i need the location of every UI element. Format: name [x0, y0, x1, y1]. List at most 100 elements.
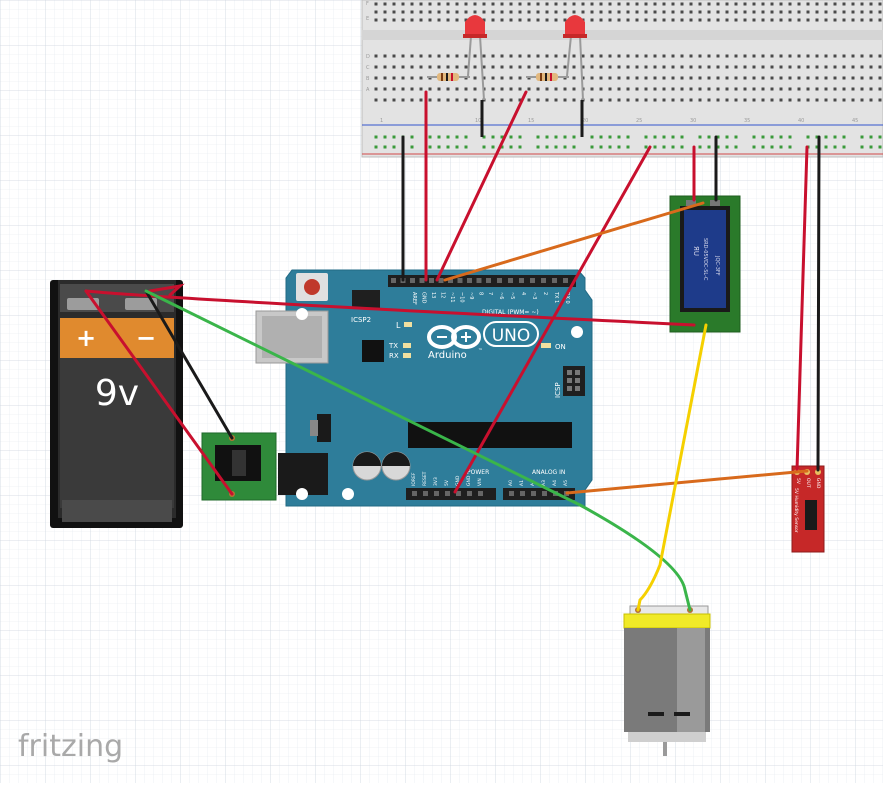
- breadboard-hole[interactable]: [383, 54, 387, 58]
- rail-hole[interactable]: [599, 145, 603, 149]
- breadboard-hole[interactable]: [608, 2, 612, 6]
- breadboard-hole[interactable]: [572, 10, 576, 14]
- header-pin[interactable]: [457, 278, 463, 283]
- breadboard-hole[interactable]: [509, 10, 513, 14]
- breadboard[interactable]: F E D C B A 1 5 10 15 20 25 30 35 40 45: [361, 0, 883, 158]
- breadboard-hole[interactable]: [815, 10, 819, 14]
- breadboard-hole[interactable]: [617, 98, 621, 102]
- breadboard-hole[interactable]: [590, 54, 594, 58]
- breadboard-hole[interactable]: [482, 65, 486, 69]
- breadboard-hole[interactable]: [716, 18, 720, 22]
- breadboard-hole[interactable]: [815, 87, 819, 91]
- breadboard-hole[interactable]: [797, 65, 801, 69]
- breadboard-hole[interactable]: [824, 87, 828, 91]
- breadboard-hole[interactable]: [437, 98, 441, 102]
- rail-hole[interactable]: [563, 145, 567, 149]
- breadboard-hole[interactable]: [878, 65, 882, 69]
- breadboard-hole[interactable]: [428, 18, 432, 22]
- breadboard-hole[interactable]: [536, 87, 540, 91]
- breadboard-hole[interactable]: [824, 98, 828, 102]
- rail-hole[interactable]: [446, 145, 450, 149]
- breadboard-hole[interactable]: [464, 65, 468, 69]
- breadboard-hole[interactable]: [545, 54, 549, 58]
- breadboard-hole[interactable]: [446, 2, 450, 6]
- rail-hole[interactable]: [662, 145, 666, 149]
- breadboard-hole[interactable]: [581, 76, 585, 80]
- breadboard-hole[interactable]: [626, 10, 630, 14]
- rail-hole[interactable]: [383, 135, 387, 139]
- header-pin[interactable]: [541, 278, 546, 283]
- rail-hole[interactable]: [716, 135, 720, 139]
- rail-hole[interactable]: [626, 145, 630, 149]
- rail-hole[interactable]: [437, 135, 441, 139]
- breadboard-hole[interactable]: [680, 87, 684, 91]
- breadboard-hole[interactable]: [788, 98, 792, 102]
- breadboard-hole[interactable]: [563, 54, 567, 58]
- breadboard-hole[interactable]: [572, 54, 576, 58]
- breadboard-hole[interactable]: [545, 87, 549, 91]
- breadboard-hole[interactable]: [725, 10, 729, 14]
- wire-red-pin11-to-resistor2[interactable]: [435, 90, 528, 282]
- breadboard-hole[interactable]: [842, 87, 846, 91]
- wire-orange-pin10-to-relay[interactable]: [443, 201, 705, 282]
- rail-hole[interactable]: [788, 135, 792, 139]
- breadboard-hole[interactable]: [869, 65, 873, 69]
- rail-hole[interactable]: [608, 145, 612, 149]
- breadboard-hole[interactable]: [419, 54, 423, 58]
- breadboard-hole[interactable]: [671, 65, 675, 69]
- breadboard-hole[interactable]: [761, 2, 765, 6]
- header-pin[interactable]: [542, 491, 547, 496]
- rail-hole[interactable]: [554, 135, 558, 139]
- breadboard-hole[interactable]: [707, 18, 711, 22]
- breadboard-hole[interactable]: [590, 98, 594, 102]
- breadboard-hole[interactable]: [527, 98, 531, 102]
- breadboard-hole[interactable]: [815, 76, 819, 80]
- breadboard-hole[interactable]: [779, 65, 783, 69]
- breadboard-hole[interactable]: [626, 54, 630, 58]
- breadboard-hole[interactable]: [563, 18, 567, 22]
- rail-hole[interactable]: [410, 145, 414, 149]
- rail-hole[interactable]: [869, 145, 873, 149]
- breadboard-hole[interactable]: [635, 87, 639, 91]
- breadboard-hole[interactable]: [833, 98, 837, 102]
- breadboard-hole[interactable]: [878, 87, 882, 91]
- header-pin[interactable]: [438, 278, 444, 283]
- breadboard-hole[interactable]: [644, 65, 648, 69]
- header-pin[interactable]: [476, 278, 482, 283]
- breadboard-hole[interactable]: [464, 2, 468, 6]
- header-pin[interactable]: [552, 278, 557, 283]
- breadboard-hole[interactable]: [734, 18, 738, 22]
- breadboard-hole[interactable]: [671, 10, 675, 14]
- rail-hole[interactable]: [680, 145, 684, 149]
- breadboard-hole[interactable]: [392, 2, 396, 6]
- wire-orange-sensor-to-a5[interactable]: [565, 469, 809, 495]
- breadboard-hole[interactable]: [653, 76, 657, 80]
- breadboard-hole[interactable]: [842, 98, 846, 102]
- breadboard-hole[interactable]: [410, 98, 414, 102]
- breadboard-hole[interactable]: [482, 54, 486, 58]
- breadboard-hole[interactable]: [572, 2, 576, 6]
- breadboard-hole[interactable]: [401, 76, 405, 80]
- breadboard-hole[interactable]: [698, 10, 702, 14]
- breadboard-hole[interactable]: [392, 87, 396, 91]
- breadboard-hole[interactable]: [500, 18, 504, 22]
- breadboard-hole[interactable]: [581, 2, 585, 6]
- breadboard-hole[interactable]: [815, 98, 819, 102]
- rail-hole[interactable]: [599, 135, 603, 139]
- breadboard-hole[interactable]: [482, 18, 486, 22]
- breadboard-hole[interactable]: [734, 65, 738, 69]
- breadboard-hole[interactable]: [698, 18, 702, 22]
- breadboard-hole[interactable]: [698, 2, 702, 6]
- breadboard-hole[interactable]: [572, 98, 576, 102]
- breadboard-hole[interactable]: [491, 76, 495, 80]
- breadboard-hole[interactable]: [788, 76, 792, 80]
- breadboard-hole[interactable]: [761, 87, 765, 91]
- breadboard-hole[interactable]: [527, 10, 531, 14]
- breadboard-hole[interactable]: [590, 18, 594, 22]
- rail-hole[interactable]: [374, 145, 378, 149]
- breadboard-hole[interactable]: [725, 76, 729, 80]
- breadboard-hole[interactable]: [851, 2, 855, 6]
- breadboard-hole[interactable]: [662, 65, 666, 69]
- rail-hole[interactable]: [734, 135, 738, 139]
- breadboard-hole[interactable]: [779, 98, 783, 102]
